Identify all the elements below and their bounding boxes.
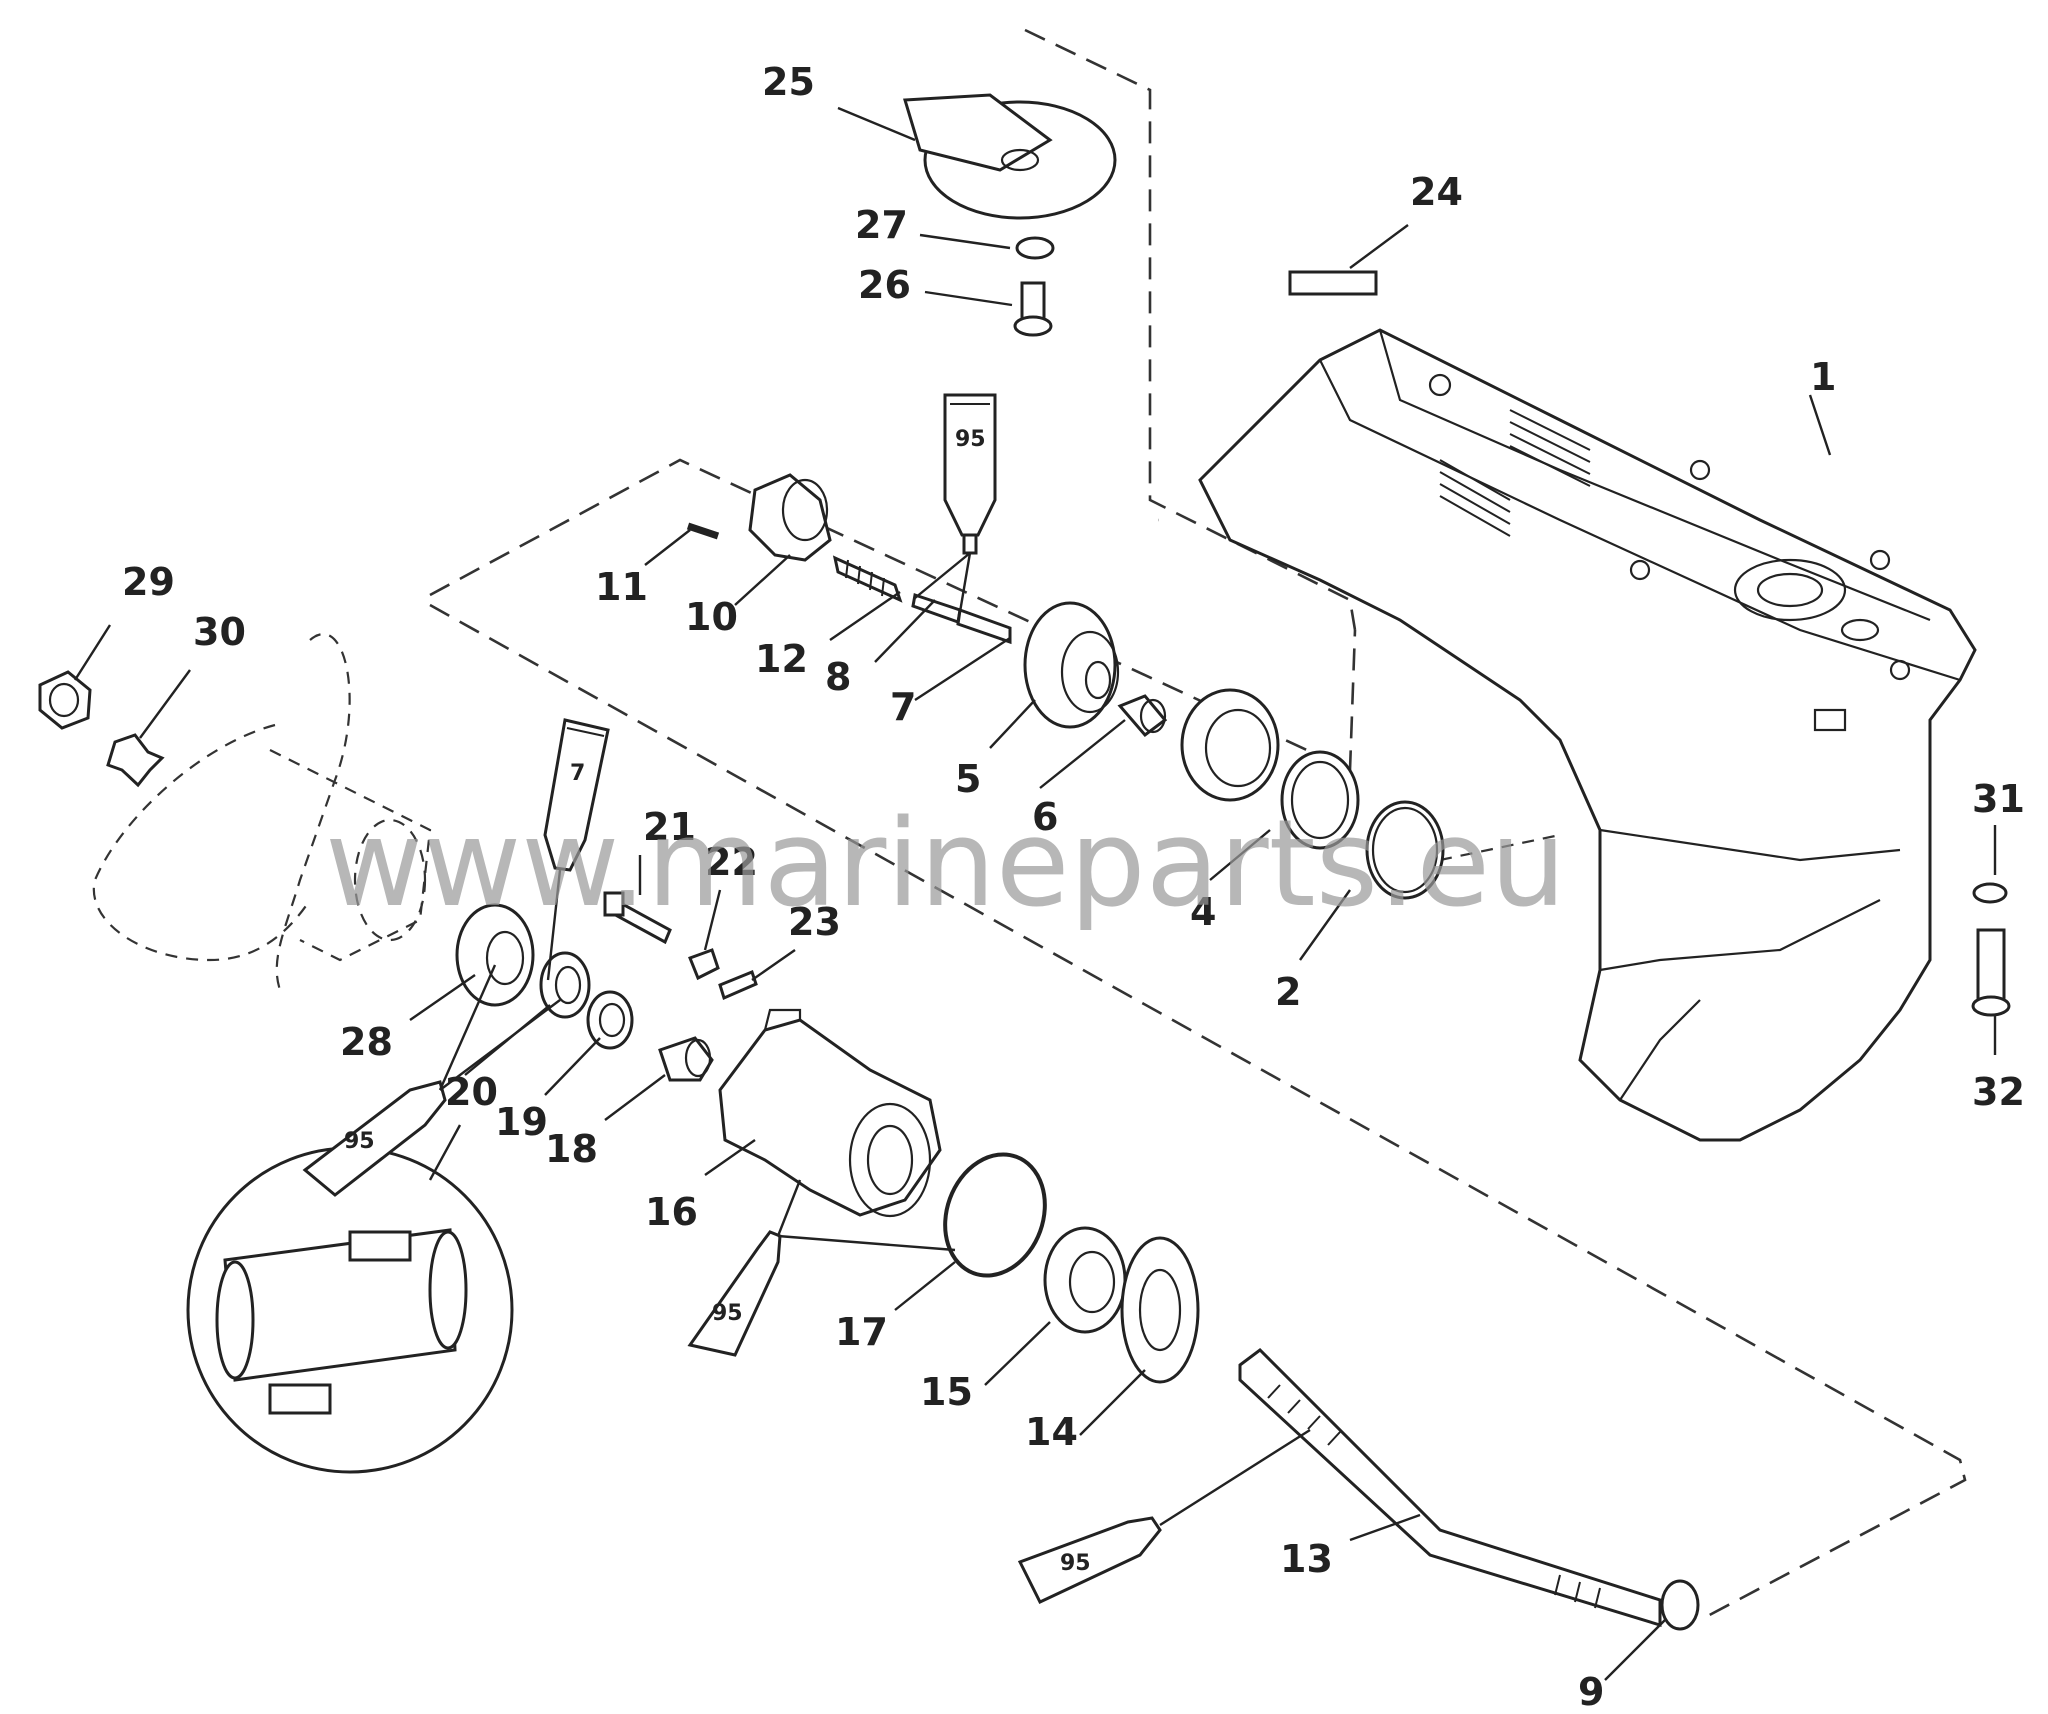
propeller-outline — [92, 633, 432, 991]
callout-30: 30 — [193, 610, 246, 654]
propeller-nut — [38, 670, 92, 730]
callout-17: 17 — [835, 1310, 888, 1354]
washer — [1015, 236, 1055, 260]
callout-7: 7 — [890, 685, 916, 729]
callout-24: 24 — [1410, 170, 1463, 214]
thrust-hub — [455, 903, 535, 1007]
gearcase-housing — [1198, 328, 1977, 1142]
callout-21: 21 — [643, 805, 696, 849]
tube-label: 7 — [570, 761, 585, 786]
lubricant-tube-mid: 7 — [543, 718, 610, 872]
housing-vent-grille — [1439, 409, 1591, 537]
callout-12: 12 — [755, 637, 808, 681]
bearing-carrier — [718, 1008, 942, 1218]
tab-washer — [106, 733, 165, 788]
callout-2: 2 — [1275, 970, 1301, 1014]
callout-26: 26 — [858, 263, 911, 307]
reverse-bearing — [1043, 1226, 1127, 1334]
callout-32: 32 — [1972, 1070, 2025, 1114]
callout-28: 28 — [340, 1020, 393, 1064]
lubricant-tube-left: 95 — [302, 1080, 447, 1197]
callout-15: 15 — [920, 1370, 973, 1414]
callout-1: 1 — [1810, 355, 1836, 399]
bolt-32 — [1971, 928, 2011, 1017]
forward-bearing — [1117, 694, 1168, 738]
tube-label: 95 — [1060, 1551, 1091, 1576]
shift-cam-housing — [748, 473, 832, 562]
shift-spring — [832, 555, 903, 603]
callout-27: 27 — [855, 203, 908, 247]
tube-label: 95 — [955, 427, 986, 452]
bearing-cup — [1180, 688, 1280, 802]
detent-ball — [688, 948, 720, 981]
cam-follower — [911, 593, 962, 625]
reverse-gear — [1120, 1236, 1200, 1384]
callout-20: 20 — [445, 1070, 498, 1114]
shim-ring — [1280, 750, 1360, 850]
assembly-guide-lines — [429, 28, 1967, 1622]
cross-pin — [686, 522, 720, 540]
callout-18: 18 — [545, 1127, 598, 1171]
callout-4: 4 — [1190, 890, 1216, 934]
callout-10: 10 — [685, 595, 738, 639]
callout-22: 22 — [705, 840, 758, 884]
tube-label: 95 — [712, 1301, 743, 1326]
callout-14: 14 — [1025, 1410, 1078, 1454]
callout-23: 23 — [788, 900, 841, 944]
callout-13: 13 — [1280, 1537, 1333, 1581]
oil-seal — [539, 951, 591, 1019]
shim — [1365, 800, 1445, 900]
trim-tab-anode — [903, 93, 1117, 220]
callout-16: 16 — [645, 1190, 698, 1234]
callout-11: 11 — [595, 565, 648, 609]
callout-8: 8 — [825, 655, 851, 699]
callout-31: 31 — [1972, 777, 2025, 821]
propeller-shaft — [1238, 1348, 1662, 1628]
screw-21 — [603, 891, 672, 945]
washer-31 — [1972, 882, 2008, 904]
retaining-ring — [1660, 1579, 1700, 1631]
detail-inset — [186, 1146, 514, 1474]
forward-gear — [1023, 601, 1120, 729]
lubricant-tube-carrier: 95 — [687, 1230, 782, 1357]
leader-lines — [73, 106, 1997, 1681]
lubricant-tube-bottom: 95 — [1017, 1516, 1162, 1604]
bolt-26 — [1013, 281, 1053, 337]
callout-9: 9 — [1578, 1670, 1604, 1714]
bushing — [658, 1036, 714, 1082]
oil-seal-19 — [586, 990, 634, 1050]
callout-29: 29 — [122, 560, 175, 604]
callout-25: 25 — [762, 60, 815, 104]
tube-label: 95 — [344, 1129, 375, 1154]
callout-5: 5 — [955, 757, 981, 801]
lubricant-tube-top: 95 — [943, 393, 997, 555]
watermark-text: www.marineparts.eu — [325, 795, 1566, 934]
callout-labels: 1 2 4 5 6 7 8 9 10 11 12 13 14 15 16 17 … — [122, 60, 2025, 1714]
callout-19: 19 — [495, 1100, 548, 1144]
o-ring — [943, 1152, 1047, 1278]
propeller-shaft-pin — [956, 607, 1012, 645]
decal-plate — [1288, 270, 1378, 296]
detent-spring — [718, 970, 758, 1001]
callout-6: 6 — [1032, 795, 1058, 839]
